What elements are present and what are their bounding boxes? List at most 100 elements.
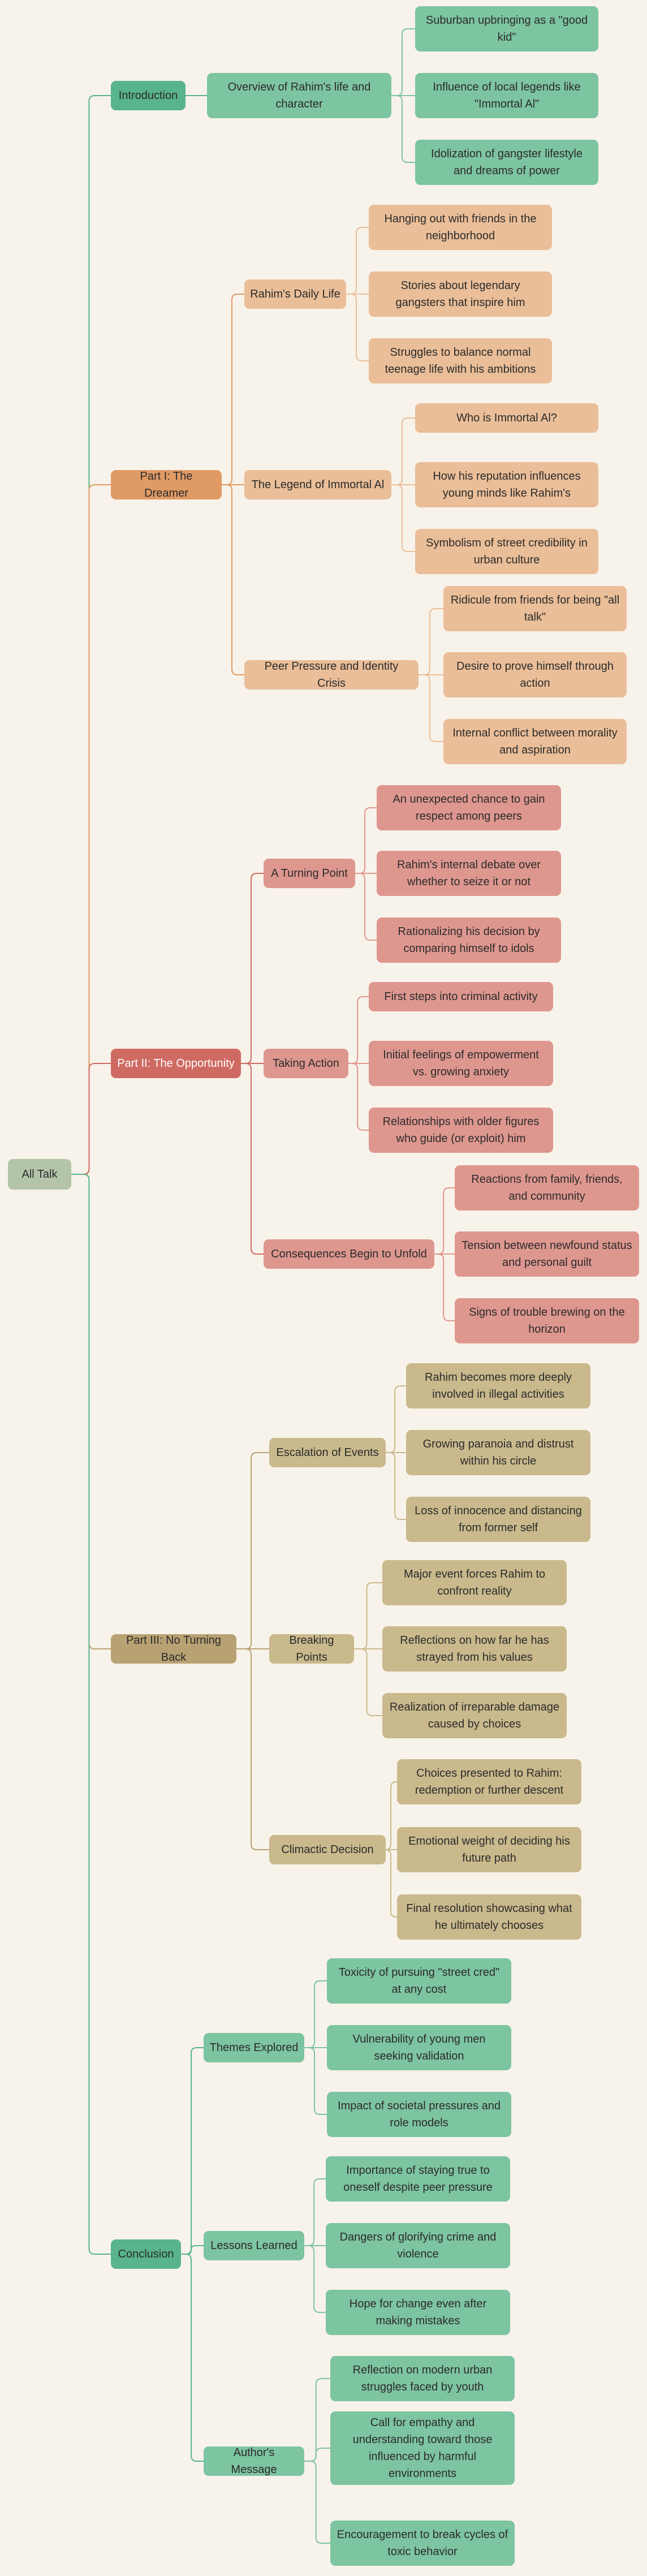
leaf-turning-point-2-label: Rahim's internal debate over whether to … [397,859,541,888]
leaf-breaking-points-2[interactable]: Reflections on how far he has strayed fr… [382,1626,567,1672]
edge-consequences-2 [434,1253,455,1321]
topic-escalation-label: Escalation of Events [276,1446,379,1459]
edge-conclusion-themes [181,2047,204,2255]
topic-escalation[interactable]: Escalation of Events [269,1438,386,1467]
edge-conclusion-message [181,2254,204,2462]
edge-daily-life-0 [346,227,369,295]
topic-themes[interactable]: Themes Explored [204,2033,304,2062]
leaf-daily-life-2-label: Stories about legendary gangsters that i… [395,279,525,309]
leaf-message-2[interactable]: Call for empathy and understanding towar… [330,2411,515,2485]
leaf-climactic-2[interactable]: Emotional weight of deciding his future … [397,1827,581,1872]
topic-taking-action-label: Taking Action [273,1057,339,1070]
leaf-themes-1[interactable]: Toxicity of pursuing "street cred" at an… [327,1958,511,2004]
leaf-lessons-2[interactable]: Dangers of glorifying crime and violence [326,2223,510,2268]
leaf-escalation-2[interactable]: Growing paranoia and distrust within his… [406,1430,590,1475]
leaf-themes-3[interactable]: Impact of societal pressures and role mo… [327,2092,511,2137]
leaf-overview-1[interactable]: Suburban upbringing as a "good kid" [415,6,598,51]
topic-legend[interactable]: The Legend of Immortal Al [244,470,391,499]
leaf-peer-pressure-1[interactable]: Ridicule from friends for being "all tal… [443,586,627,631]
edge-climactic-2 [385,1849,397,1918]
edge-climactic-0 [385,1781,397,1850]
topic-daily-life[interactable]: Rahim's Daily Life [244,279,346,309]
leaf-escalation-3[interactable]: Loss of innocence and distancing from fo… [406,1497,590,1542]
leaf-breaking-points-2-label: Reflections on how far he has strayed fr… [400,1634,549,1664]
leaf-taking-action-3-label: Relationships with older figures who gui… [382,1115,540,1145]
leaf-peer-pressure-3[interactable]: Internal conflict between morality and a… [443,719,627,764]
leaf-peer-pressure-1-label: Ridicule from friends for being "all tal… [450,594,620,623]
topic-lessons[interactable]: Lessons Learned [204,2231,304,2260]
edge-escalation-2 [386,1452,406,1520]
leaf-consequences-1[interactable]: Reactions from family, friends, and comm… [455,1165,639,1211]
edge-root-part3 [71,1174,111,1649]
leaf-message-1[interactable]: Reflection on modern urban struggles fac… [330,2356,515,2401]
leaf-breaking-points-3-label: Realization of irreparable damage caused… [389,1701,560,1730]
edge-peer-pressure-0 [419,608,443,675]
leaf-taking-action-2-label: Initial feelings of empowerment vs. grow… [383,1049,539,1078]
leaf-consequences-3[interactable]: Signs of trouble brewing on the horizon [455,1298,639,1343]
leaf-climactic-3-label: Final resolution showcasing what he ulti… [406,1902,572,1932]
leaf-escalation-2-label: Growing paranoia and distrust within his… [422,1438,574,1467]
edge-part2-turning-point [241,873,264,1064]
leaf-turning-point-1[interactable]: An unexpected chance to gain respect amo… [377,785,561,830]
leaf-taking-action-3[interactable]: Relationships with older figures who gui… [369,1108,553,1153]
leaf-daily-life-3[interactable]: Struggles to balance normal teenage life… [369,338,552,384]
leaf-breaking-points-1-label: Major event forces Rahim to confront rea… [403,1568,546,1597]
leaf-taking-action-2[interactable]: Initial feelings of empowerment vs. grow… [369,1041,553,1086]
leaf-escalation-1[interactable]: Rahim becomes more deeply involved in il… [406,1363,590,1408]
leaf-climactic-3[interactable]: Final resolution showcasing what he ulti… [397,1894,581,1940]
leaf-overview-2[interactable]: Influence of local legends like "Immorta… [415,73,598,118]
leaf-legend-2-label: How his reputation influences young mind… [433,470,581,499]
topic-peer-pressure-label: Peer Pressure and Identity Crisis [264,660,399,690]
leaf-legend-2[interactable]: How his reputation influences young mind… [415,462,598,507]
leaf-escalation-1-label: Rahim becomes more deeply involved in il… [424,1371,572,1401]
leaf-lessons-3-label: Hope for change even after making mistak… [349,2298,487,2327]
leaf-daily-life-1-label: Hanging out with friends in the neighbor… [384,213,537,242]
leaf-overview-3-label: Idolization of gangster lifestyle and dr… [431,148,583,177]
edge-lessons-0 [304,2178,326,2246]
leaf-daily-life-2[interactable]: Stories about legendary gangsters that i… [369,272,552,317]
leaf-turning-point-2[interactable]: Rahim's internal debate over whether to … [377,851,561,896]
leaf-lessons-3[interactable]: Hope for change even after making mistak… [326,2290,510,2335]
leaf-themes-3-label: Impact of societal pressures and role mo… [338,2100,501,2129]
topic-overview[interactable]: Overview of Rahim's life and character [207,73,391,118]
topic-lessons-label: Lessons Learned [210,2239,297,2252]
section-part1[interactable]: Part I: The Dreamer [111,470,222,499]
leaf-consequences-2[interactable]: Tension between newfound status and pers… [455,1231,639,1277]
edge-lessons-2 [304,2245,326,2313]
leaf-legend-3[interactable]: Symbolism of street credibility in urban… [415,529,598,574]
leaf-message-3-label: Encouragement to break cycles of toxic b… [337,2528,508,2558]
edge-root-introduction [71,95,111,1175]
leaf-taking-action-1[interactable]: First steps into criminal activity [369,982,553,1011]
edge-themes-0 [304,1980,327,2048]
leaf-breaking-points-3[interactable]: Realization of irreparable damage caused… [382,1693,567,1738]
leaf-turning-point-3[interactable]: Rationalizing his decision by comparing … [377,917,561,963]
leaf-breaking-points-1[interactable]: Major event forces Rahim to confront rea… [382,1560,567,1605]
leaf-legend-3-label: Symbolism of street credibility in urban… [426,537,588,566]
edge-peer-pressure-2 [419,674,443,742]
leaf-legend-1-label: Who is Immortal Al? [456,412,557,424]
leaf-daily-life-1[interactable]: Hanging out with friends in the neighbor… [369,205,552,250]
leaf-peer-pressure-2[interactable]: Desire to prove himself through action [443,652,627,697]
leaf-climactic-1[interactable]: Choices presented to Rahim: redemption o… [397,1759,581,1804]
topic-message[interactable]: Author's Message [204,2446,304,2476]
leaf-themes-2[interactable]: Vulnerability of young men seeking valid… [327,2025,511,2070]
leaf-lessons-1[interactable]: Importance of staying true to oneself de… [326,2156,510,2202]
leaf-legend-1[interactable]: Who is Immortal Al? [415,403,598,433]
section-introduction[interactable]: Introduction [111,81,186,110]
topic-peer-pressure[interactable]: Peer Pressure and Identity Crisis [244,660,419,690]
section-part2[interactable]: Part II: The Opportunity [111,1049,241,1078]
topic-climactic[interactable]: Climactic Decision [269,1835,386,1864]
topic-breaking-points[interactable]: Breaking Points [269,1634,354,1664]
topic-turning-point[interactable]: A Turning Point [264,859,355,888]
leaf-turning-point-1-label: An unexpected chance to gain respect amo… [392,793,545,822]
root-node[interactable]: All Talk [8,1159,71,1190]
topic-taking-action[interactable]: Taking Action [264,1049,348,1078]
leaf-overview-3[interactable]: Idolization of gangster lifestyle and dr… [415,140,598,185]
section-part3[interactable]: Part III: No Turning Back [111,1634,236,1664]
topic-daily-life-label: Rahim's Daily Life [250,288,340,300]
section-conclusion[interactable]: Conclusion [111,2239,181,2269]
topic-consequences[interactable]: Consequences Begin to Unfold [264,1239,434,1269]
leaf-message-3[interactable]: Encouragement to break cycles of toxic b… [330,2521,515,2566]
topic-breaking-points-label: Breaking Points [289,1634,334,1664]
